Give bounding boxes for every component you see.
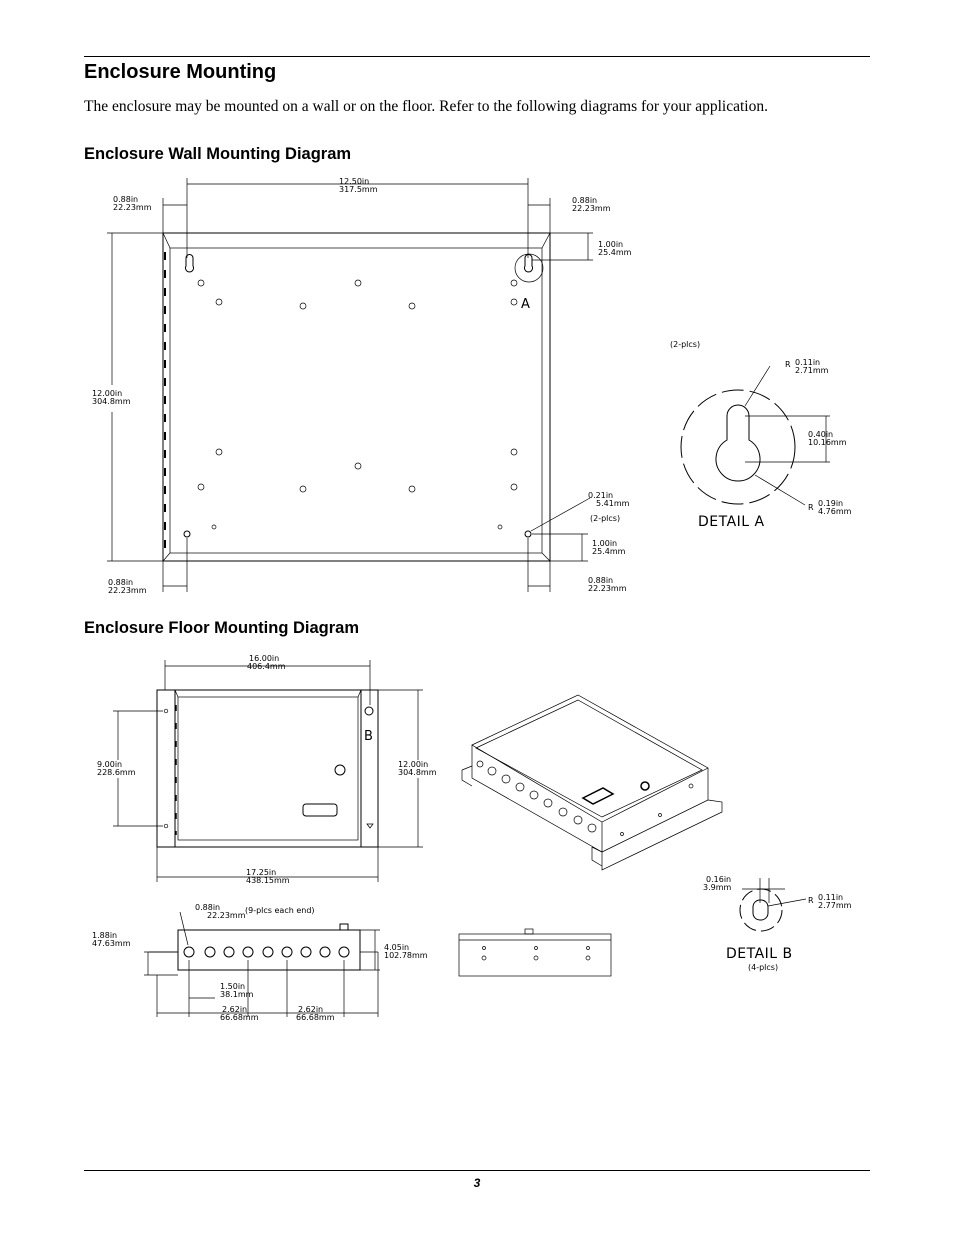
callout-a: A — [521, 297, 530, 312]
svg-text:9.00in: 9.00in — [97, 760, 122, 769]
svg-text:R: R — [808, 503, 814, 512]
svg-text:1.50in: 1.50in — [220, 982, 245, 991]
svg-text:0.88in: 0.88in — [572, 196, 597, 205]
svg-text:12.00in: 12.00in — [398, 760, 428, 769]
svg-text:2.62in: 2.62in — [222, 1005, 247, 1014]
mount-hole-right — [524, 530, 532, 538]
svg-text:406.4mm: 406.4mm — [247, 662, 286, 671]
svg-text:22.23mm: 22.23mm — [108, 586, 147, 595]
svg-text:22.23mm: 22.23mm — [572, 204, 611, 213]
enclosure-front — [174, 689, 362, 848]
side-view: 0.88in 22.23mm (9-plcs each end) 1.88in … — [92, 903, 428, 1022]
svg-text:47.63mm: 47.63mm — [92, 939, 131, 948]
svg-text:25.4mm: 25.4mm — [592, 547, 626, 556]
svg-text:438.15mm: 438.15mm — [246, 876, 290, 885]
svg-text:0.11in: 0.11in — [818, 893, 843, 902]
svg-text:5.41mm: 5.41mm — [596, 499, 630, 508]
svg-text:0.88in: 0.88in — [108, 578, 133, 587]
svg-text:102.78mm: 102.78mm — [384, 951, 428, 960]
svg-text:2.71mm: 2.71mm — [795, 366, 829, 375]
svg-text:25.4mm: 25.4mm — [598, 248, 632, 257]
svg-text:1.88in: 1.88in — [92, 931, 117, 940]
svg-text:0.16in: 0.16in — [706, 875, 731, 884]
dim-top-width-mm: 317.5mm — [339, 185, 378, 194]
svg-text:22.23mm: 22.23mm — [588, 584, 627, 593]
svg-text:22.23mm: 22.23mm — [113, 203, 152, 212]
detail-b: 0.16in 3.9mm R 0.11in 2.77mm DETAIL B (4… — [703, 875, 852, 972]
svg-text:2.62in: 2.62in — [298, 1005, 323, 1014]
handle — [302, 803, 338, 817]
svg-text:(4-plcs): (4-plcs) — [748, 963, 778, 972]
svg-text:304.8mm: 304.8mm — [398, 768, 437, 777]
svg-text:66.68mm: 66.68mm — [296, 1013, 335, 1022]
detail-b-label: DETAIL B — [726, 946, 793, 962]
svg-text:3.9mm: 3.9mm — [703, 883, 732, 892]
svg-text:304.8mm: 304.8mm — [92, 397, 131, 406]
callout-b: B — [364, 729, 373, 744]
header-rule — [84, 56, 870, 57]
footer-rule — [84, 1170, 870, 1171]
knockout-holes — [197, 279, 518, 530]
svg-text:0.21in: 0.21in — [588, 491, 613, 500]
keyhole-slot-right — [524, 254, 533, 273]
dim-top-width-in: 12.50in — [339, 177, 369, 186]
svg-text:0.11in: 0.11in — [795, 358, 820, 367]
page-title: Enclosure Mounting — [84, 61, 277, 83]
svg-text:0.88in: 0.88in — [195, 903, 220, 912]
keyhole-slot-left — [185, 254, 194, 273]
svg-text:16.00in: 16.00in — [249, 654, 279, 663]
svg-text:12.00in: 12.00in — [92, 389, 122, 398]
svg-text:(2-plcs): (2-plcs) — [670, 340, 700, 349]
enclosure-outline — [162, 232, 551, 562]
intro-paragraph: The enclosure may be mounted on a wall o… — [84, 98, 768, 115]
detail-a: (2-plcs) R 0.11in 2.71mm 0.40in 10.16mm … — [670, 340, 852, 530]
svg-text:4.05in: 4.05in — [384, 943, 409, 952]
svg-text:66.68mm: 66.68mm — [220, 1013, 259, 1022]
svg-text:4.76mm: 4.76mm — [818, 507, 852, 516]
svg-text:0.88in: 0.88in — [588, 576, 613, 585]
svg-text:2.77mm: 2.77mm — [818, 901, 852, 910]
back-view — [458, 928, 612, 977]
svg-text:1.00in: 1.00in — [592, 539, 617, 548]
page-number: 3 — [473, 1176, 481, 1190]
svg-text:(2-plcs): (2-plcs) — [590, 514, 620, 523]
svg-text:38.1mm: 38.1mm — [220, 990, 254, 999]
wall-heading: Enclosure Wall Mounting Diagram — [84, 145, 352, 163]
svg-text:1.00in: 1.00in — [598, 240, 623, 249]
floor-mounting-diagram: B 16.00in 406.4mm 9.00in 228.6mm 12.00in… — [92, 654, 852, 1022]
svg-text:R: R — [785, 360, 791, 369]
svg-text:0.88in: 0.88in — [113, 195, 138, 204]
lock-icon — [334, 764, 346, 776]
wall-mounting-diagram: A 12.50in 317.5mm 0.88in 22.23mm 0.88in … — [92, 177, 852, 595]
detail-a-label: DETAIL A — [698, 514, 765, 530]
svg-text:R: R — [808, 896, 814, 905]
svg-text:228.6mm: 228.6mm — [97, 768, 136, 777]
svg-text:17.25in: 17.25in — [246, 868, 276, 877]
floor-heading: Enclosure Floor Mounting Diagram — [84, 619, 360, 637]
svg-text:10.16mm: 10.16mm — [808, 438, 847, 447]
svg-text:22.23mm: 22.23mm — [207, 911, 246, 920]
svg-text:0.19in: 0.19in — [818, 499, 843, 508]
enclosure-inner — [169, 247, 543, 554]
svg-text:0.40in: 0.40in — [808, 430, 833, 439]
isometric-view — [461, 694, 723, 871]
svg-text:(9-plcs each end): (9-plcs each end) — [245, 906, 315, 915]
mount-hole-left — [183, 530, 191, 538]
